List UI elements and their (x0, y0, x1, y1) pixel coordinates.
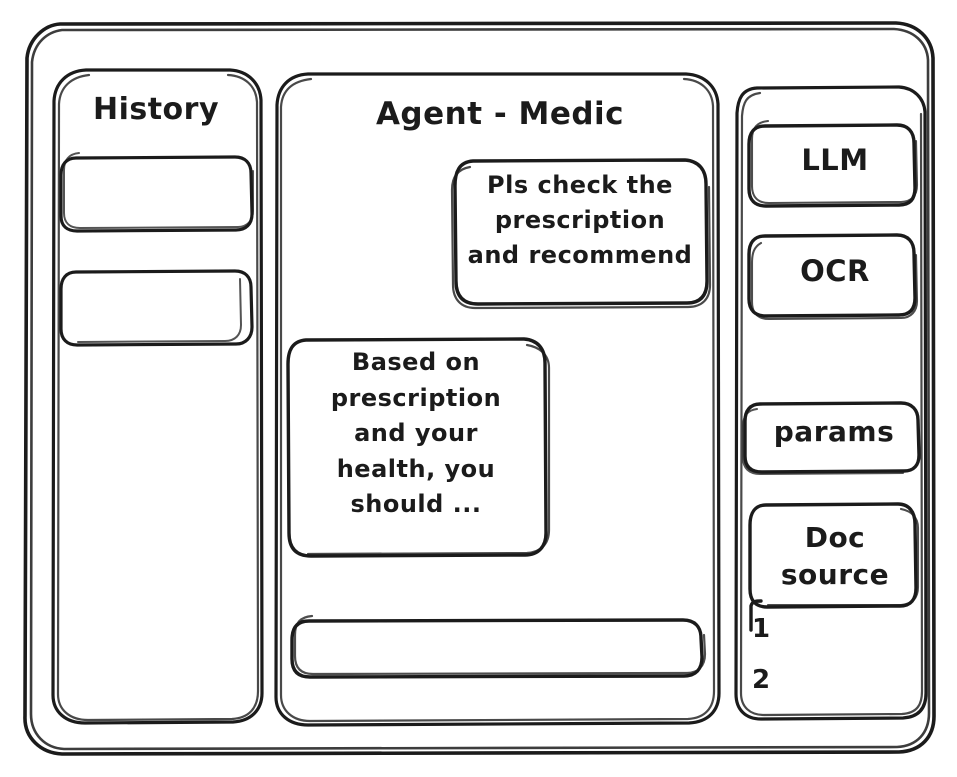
params-card[interactable] (743, 403, 920, 475)
user-message-bubble (452, 160, 710, 310)
history-item-2[interactable] (61, 271, 253, 347)
doc-source-card[interactable] (749, 504, 919, 607)
doc-source-item-1[interactable]: 1 (752, 614, 771, 644)
assistant-message-bubble (288, 339, 550, 557)
ocr-card[interactable] (749, 235, 918, 320)
doc-source-card-label: Doc source (780, 521, 890, 591)
composer-input[interactable] (292, 616, 706, 678)
llm-card[interactable] (749, 121, 918, 207)
page-title: Agent - Medic (375, 96, 625, 132)
history-panel-title: History (92, 92, 220, 127)
user-message-text: Pls check the prescription and recommend (467, 171, 693, 269)
history-item-1[interactable] (61, 153, 253, 233)
llm-card-label: LLM (801, 143, 869, 177)
params-card-label: params (773, 415, 895, 448)
ocr-card-label: OCR (800, 254, 870, 288)
assistant-message-text: Based on prescription and your health, y… (330, 348, 502, 519)
doc-source-item-2[interactable]: 2 (752, 665, 771, 695)
